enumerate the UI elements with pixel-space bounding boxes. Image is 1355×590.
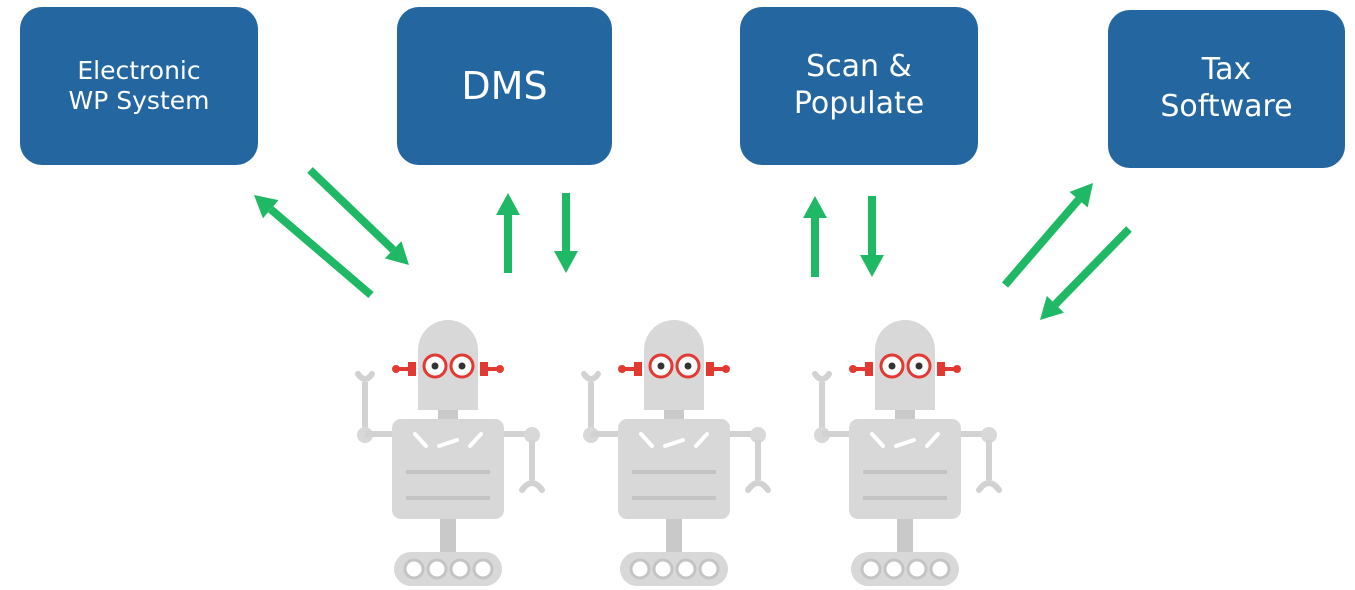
- arrow-wp-down-icon: [307, 167, 409, 265]
- arrow-tax-down-icon: [1040, 226, 1132, 320]
- scan-populate-box: Scan & Populate: [740, 7, 978, 165]
- dms-label: DMS: [461, 63, 548, 108]
- arrow-tax-up-icon: [1001, 183, 1093, 288]
- scan-populate-label: Scan & Populate: [793, 49, 925, 121]
- tax-software-box: Tax Software: [1108, 10, 1345, 168]
- robot-3-icon: [814, 320, 999, 586]
- robot-1-icon: [357, 320, 542, 586]
- dms-box: DMS: [397, 7, 612, 165]
- robot-2-icon: [583, 320, 768, 586]
- electronic-wp-system-box: Electronic WP System: [20, 7, 258, 165]
- arrow-scan-up-icon: [803, 196, 827, 277]
- electronic-wp-system-label: Electronic WP System: [68, 55, 210, 116]
- arrow-dms-down-icon: [554, 193, 578, 273]
- arrow-wp-up-icon: [254, 195, 374, 299]
- arrow-scan-down-icon: [860, 196, 884, 277]
- arrow-dms-up-icon: [496, 193, 520, 273]
- tax-software-label: Tax Software: [1160, 52, 1293, 124]
